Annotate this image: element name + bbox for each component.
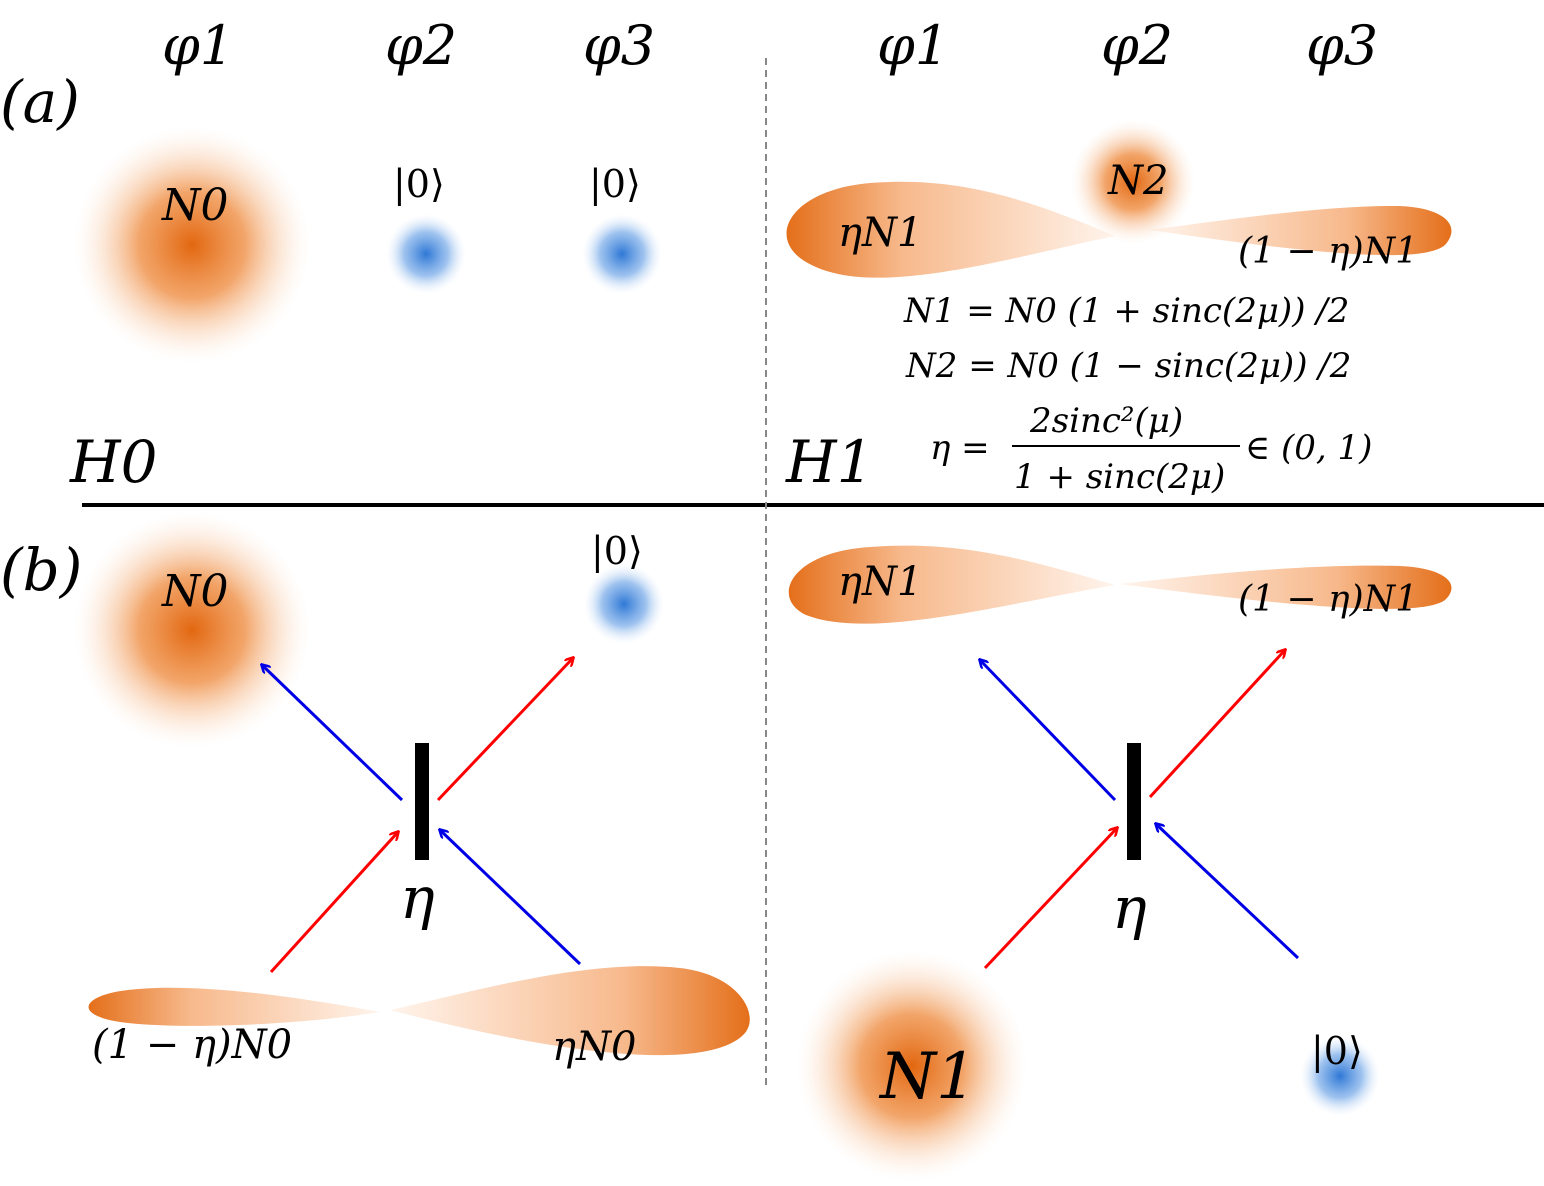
panel-b-label: (b) — [0, 536, 82, 604]
lobe-left-b-H1 — [788, 545, 1115, 624]
hypothesis-H1-label: H1 — [785, 428, 873, 496]
vacuum-state-blob-mode2 — [386, 214, 466, 294]
mode-header-phi3-left: φ3 — [583, 14, 655, 77]
label-vacuum-mode3: |0⟩ — [589, 162, 641, 206]
label-eta-N1-left-a: ηN1 — [838, 210, 922, 256]
arrow-red-in-right — [983, 828, 1117, 970]
hypothesis-H0-label: H0 — [69, 428, 157, 496]
equation-eta-lhs: η = — [930, 428, 990, 468]
mode-header-phi1-right: φ1 — [877, 14, 949, 77]
lobe-left-b-H0 — [88, 987, 380, 1026]
label-vacuum-b-right: |0⟩ — [1311, 1029, 1363, 1073]
mode-header-phi2-left: φ2 — [385, 14, 457, 77]
arrow-red-in-left — [269, 832, 398, 974]
mode-header-phi3-right: φ3 — [1306, 14, 1378, 77]
panel-a-label: (a) — [0, 68, 80, 136]
equation-eta-denominator: 1 + sinc(2μ) — [1014, 457, 1225, 497]
splitter-eta-label-left: η — [400, 864, 435, 932]
arrow-blue-in-right — [1156, 824, 1300, 960]
vacuum-state-blob-mode3 — [582, 214, 662, 294]
label-vacuum-b-left: |0⟩ — [591, 529, 643, 573]
label-one-minus-eta-N1-a: (1 − η)N1 — [1238, 231, 1418, 272]
arrow-blue-in-left — [440, 830, 582, 966]
lobe-right-b-H1 — [1120, 565, 1452, 609]
equation-eta-rhs: ∈ (0, 1) — [1245, 428, 1372, 468]
mode-header-phi1-left: φ1 — [162, 14, 234, 77]
mode-header-phi2-right: φ2 — [1101, 14, 1173, 77]
vacuum-state-blob-b-left — [584, 564, 664, 644]
lobe-left-a — [786, 181, 1115, 278]
splitter-eta-label-right: η — [1112, 874, 1147, 942]
label-eta-N0: ηN0 — [552, 1024, 636, 1070]
equation-eta-numerator: 2sinc²(μ) — [1029, 401, 1183, 441]
thermal-state-blob-N0-b — [74, 512, 310, 748]
label-N1-large: N1 — [878, 1040, 977, 1114]
equation-N2: N2 = N0 (1 − sinc(2μ)) /2 — [905, 346, 1351, 386]
thermal-state-blob-N2 — [1071, 120, 1195, 244]
label-one-minus-eta-N0: (1 − η)N0 — [92, 1022, 292, 1068]
label-N0-b: N0 — [161, 566, 229, 617]
arrow-blue-out-right — [980, 660, 1117, 802]
arrow-blue-out-left — [262, 665, 404, 802]
arrow-red-out-right — [1148, 650, 1285, 799]
label-eta-N1-left-b: ηN1 — [838, 559, 922, 605]
label-N2: N2 — [1107, 158, 1168, 204]
lobe-right-a — [1150, 205, 1452, 256]
lobe-right-b-H0 — [390, 966, 750, 1056]
arrow-red-out-left — [436, 658, 573, 802]
thermal-state-blob-N1 — [797, 951, 1027, 1181]
vacuum-state-blob-b-right — [1300, 1036, 1380, 1116]
label-N0-a: N0 — [161, 180, 229, 231]
label-one-minus-eta-N1-b: (1 − η)N1 — [1238, 579, 1418, 620]
thermal-state-blob-N0-a — [74, 127, 310, 363]
label-vacuum-mode2: |0⟩ — [393, 162, 445, 206]
equation-N1: N1 = N0 (1 + sinc(2μ)) /2 — [903, 291, 1349, 331]
